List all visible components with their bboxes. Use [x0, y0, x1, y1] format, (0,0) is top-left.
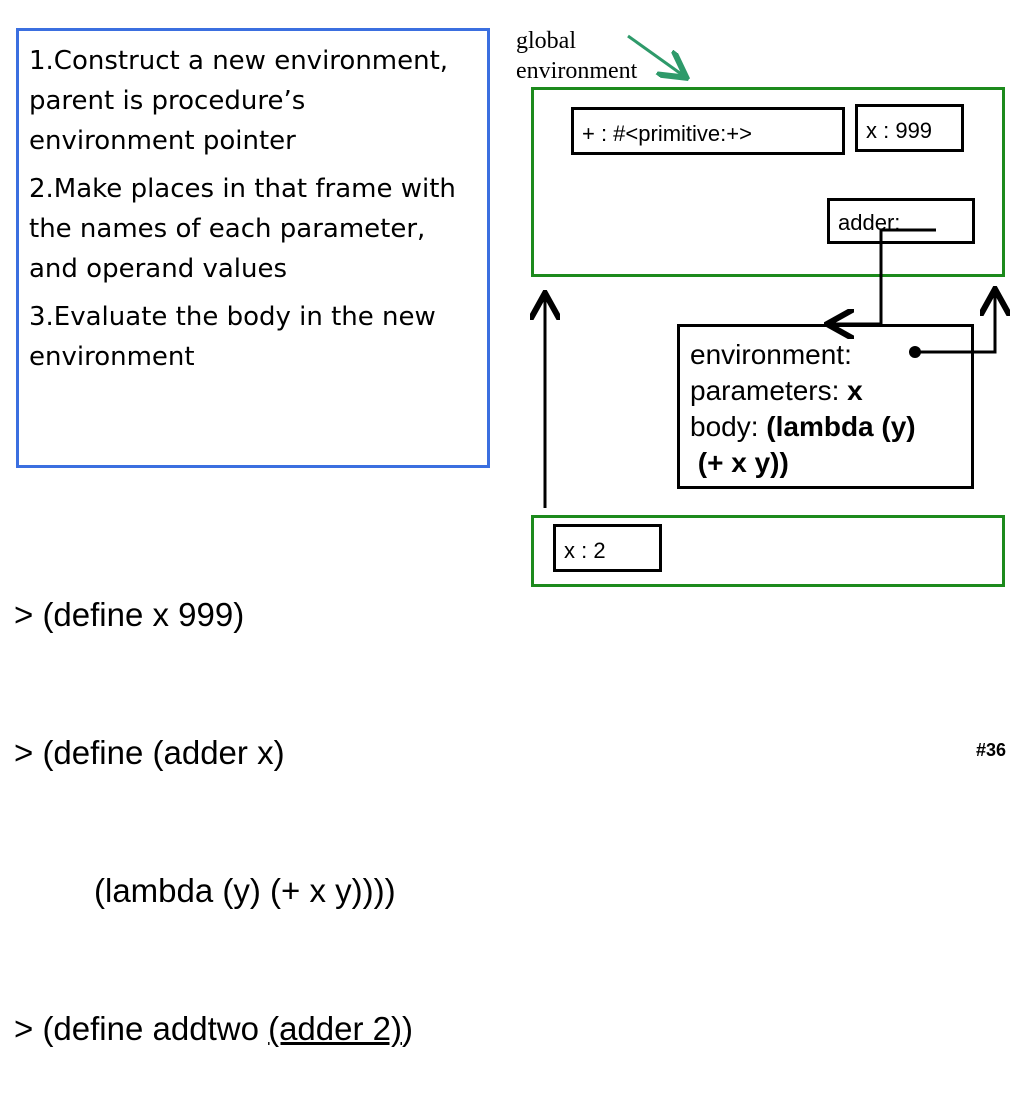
- pointer-arrows: [0, 34, 1024, 508]
- code-line-4-underlined: (adder 2): [268, 1010, 402, 1047]
- global-label-line-1: global: [516, 28, 576, 54]
- code-line-4: > (define addtwo (adder 2)): [14, 1006, 413, 1052]
- binding-x-global: x : 999: [855, 104, 964, 152]
- proc-params-row: parameters: x: [690, 373, 971, 409]
- code-line-4-suffix: ): [402, 1010, 413, 1047]
- proc-body-value-1: (lambda (y): [766, 411, 916, 442]
- binding-x-new: x : 2: [553, 524, 662, 572]
- code-line-4-prefix: > (define addtwo: [14, 1010, 269, 1047]
- binding-plus: + : #<primitive:+>: [571, 107, 845, 155]
- global-frame: [531, 87, 1005, 277]
- global-label-arrow: [627, 34, 684, 76]
- code-line-1: > (define x 999): [14, 596, 245, 633]
- slide-number: #36: [976, 740, 1007, 760]
- proc-env-label: environment:: [690, 339, 852, 370]
- code-line-3: (lambda (y) (+ x y)))): [94, 872, 396, 909]
- global-environment-label: global environment: [516, 26, 637, 86]
- code-line-2: > (define (adder x): [14, 734, 285, 771]
- proc-params-label: parameters:: [690, 375, 848, 406]
- proc-env-row: environment:: [690, 337, 971, 373]
- adder-pointer: [879, 228, 936, 324]
- new-frame: [531, 515, 1005, 587]
- proc-body-row: body: (lambda (y): [690, 409, 971, 445]
- binding-adder: adder:: [827, 198, 975, 244]
- env-pointer: [915, 292, 995, 354]
- step-3: 3.Evaluate the body in the new environme…: [29, 302, 436, 372]
- proc-body-label: body:: [690, 411, 767, 442]
- proc-body-row-2: (+ x y)): [690, 445, 971, 481]
- steps-box: 1.Construct a new environment, parent is…: [16, 28, 490, 468]
- proc-body-value-2: (+ x y)): [690, 447, 789, 478]
- procedure-object: environment: parameters: x body: (lambda…: [677, 324, 974, 489]
- step-1: 1.Construct a new environment, parent is…: [29, 46, 449, 156]
- global-label-line-2: environment: [516, 58, 638, 84]
- step-2: 2.Make places in that frame with the nam…: [29, 174, 456, 284]
- proc-params-value: x: [847, 375, 863, 406]
